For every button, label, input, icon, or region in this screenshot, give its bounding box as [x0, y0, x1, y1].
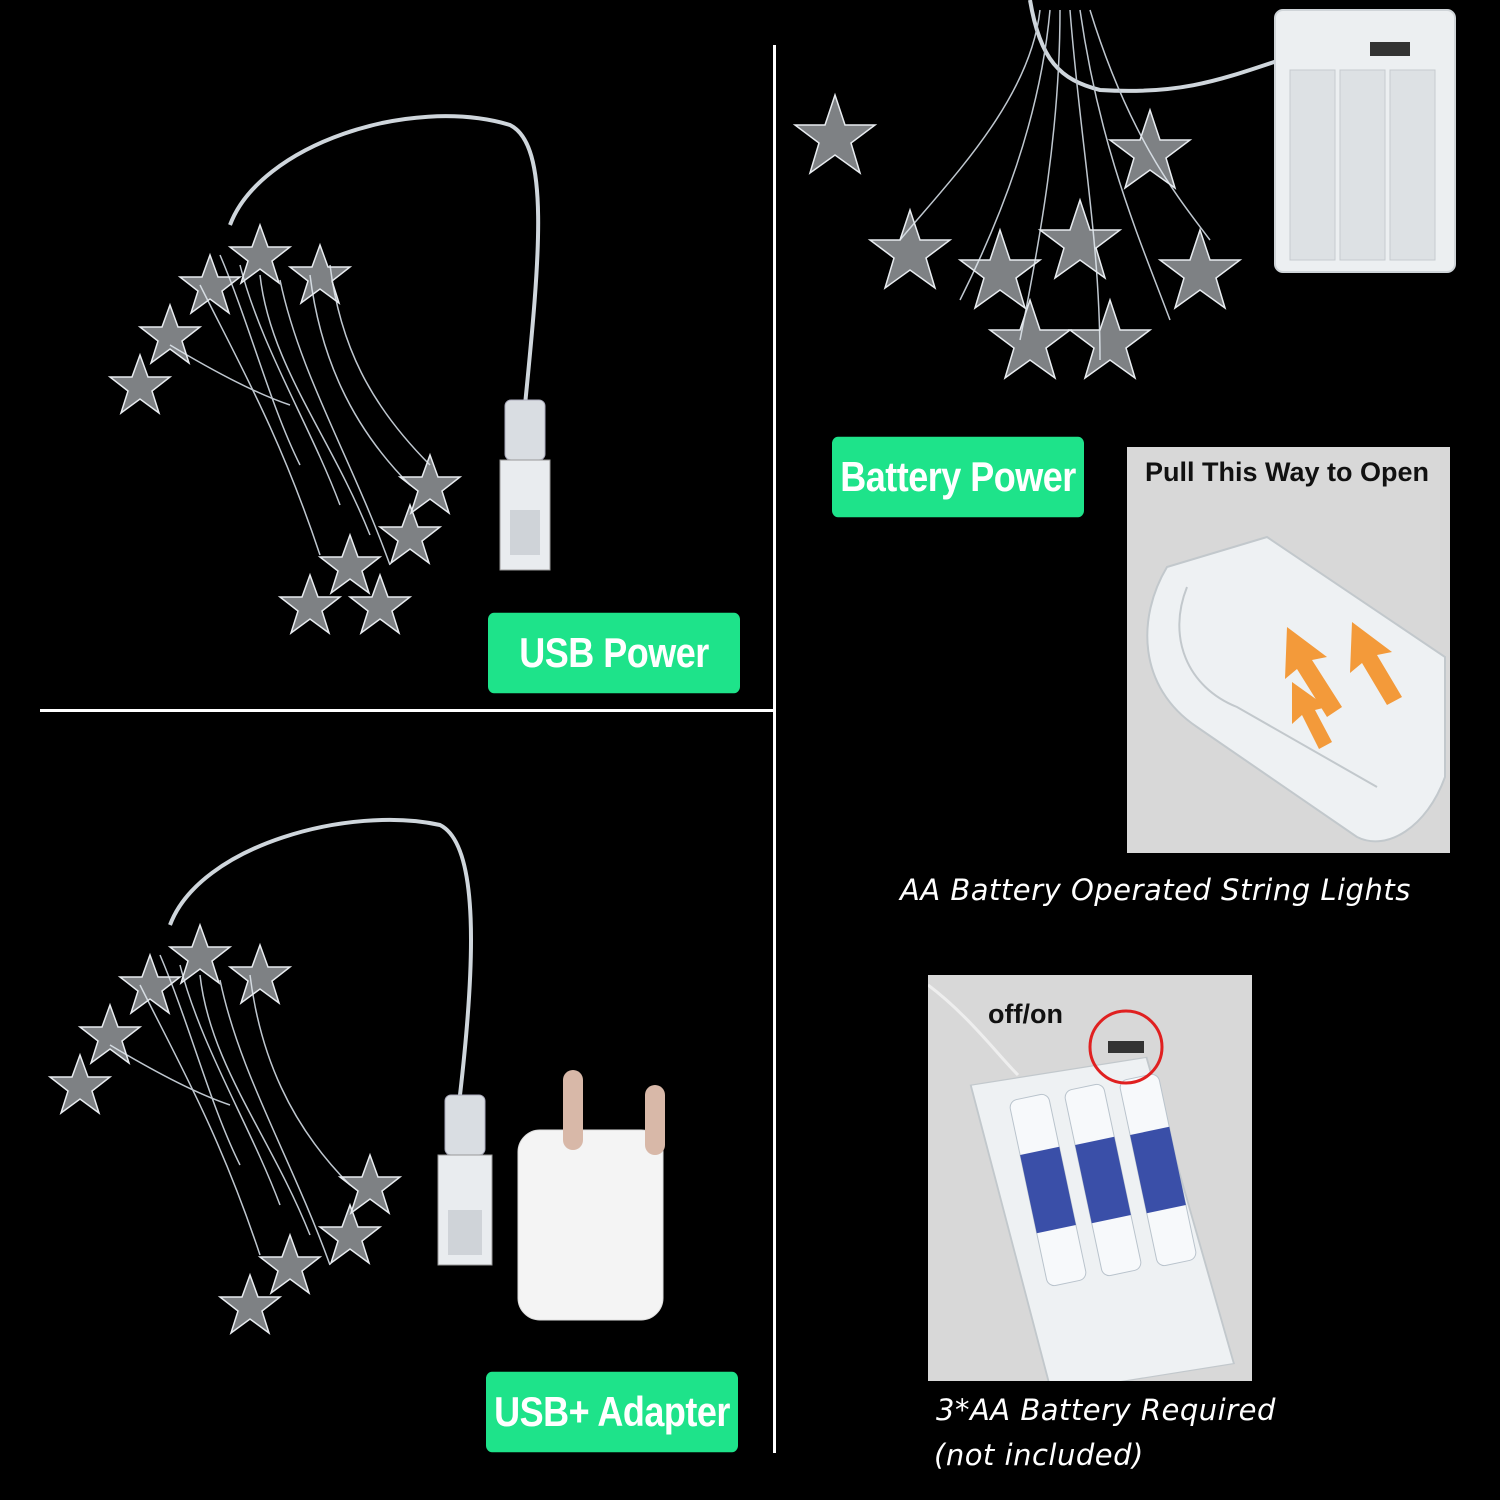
not-included-caption: (not included): [934, 1438, 1144, 1472]
orange-arrows-icon: [1285, 622, 1402, 749]
battery-power-badge: Battery Power: [832, 436, 1084, 518]
battery-required-caption: 3*AA Battery Required: [936, 1393, 1276, 1427]
battery-box-arrows-image: [1146, 535, 1446, 843]
usb-adapter-badge: USB+ Adapter: [486, 1371, 738, 1453]
battery-box-open-image: [928, 983, 1235, 1381]
pull-open-panel: Pull This Way to Open: [1127, 447, 1450, 853]
pull-open-label: Pull This Way to Open: [1145, 457, 1430, 487]
off-on-label: off/on: [988, 999, 1063, 1029]
switch-panel: off/on: [928, 975, 1252, 1381]
usb-string-lights-image: [107, 114, 551, 635]
switch-highlight-circle: [1088, 1009, 1164, 1085]
battery-string-lights-image: [792, 0, 1456, 380]
usb-power-badge: USB Power: [488, 612, 740, 694]
vertical-divider: [773, 45, 776, 1453]
aa-battery-caption: AA Battery Operated String Lights: [900, 873, 1411, 907]
horizontal-divider: [40, 709, 775, 712]
usb-adapter-lights-image: [47, 817, 665, 1335]
